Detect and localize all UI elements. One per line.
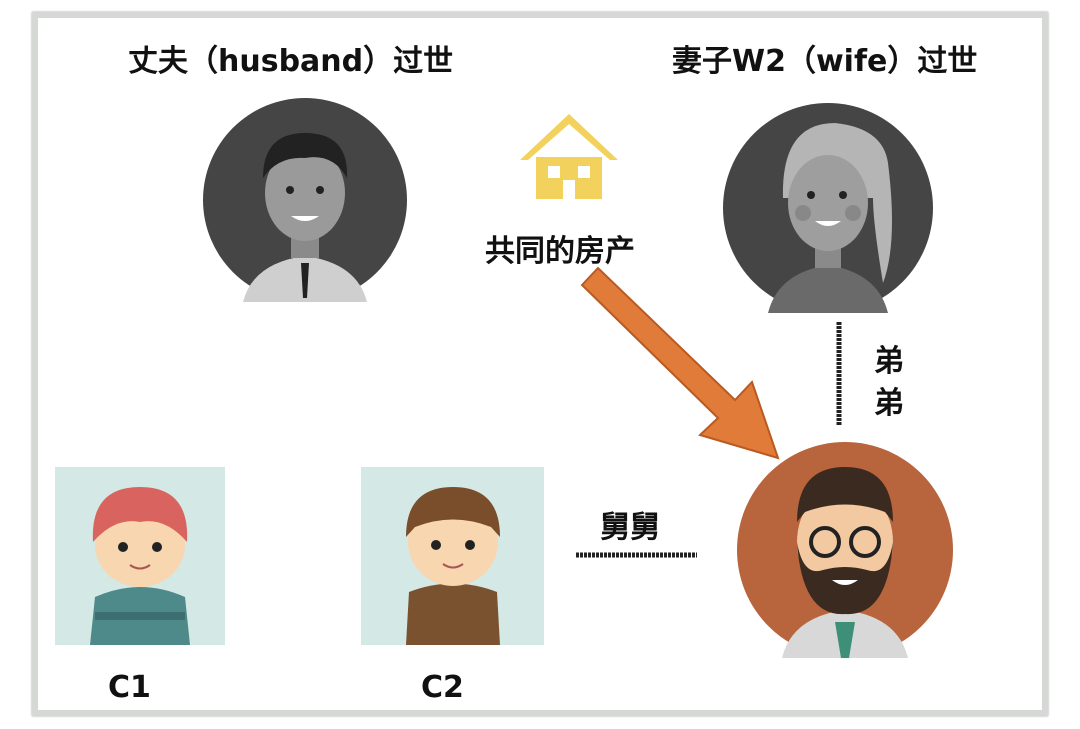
child-c1-avatar <box>55 467 225 645</box>
diagram-frame <box>32 12 1048 716</box>
husband-title: 丈夫（husband）过世 <box>128 44 454 79</box>
uncle-avatar <box>737 442 953 658</box>
child-c2-label: C2 <box>421 670 464 705</box>
brother-label-1: 弟 <box>874 344 904 379</box>
uncle-label: 舅舅 <box>600 510 660 545</box>
child-c1-label: C1 <box>108 670 151 705</box>
husband-avatar <box>203 98 407 302</box>
house-icon <box>520 114 618 199</box>
child-c2-avatar <box>361 467 544 645</box>
wife-avatar <box>723 103 933 313</box>
property-label: 共同的房产 <box>485 234 635 269</box>
brother-label-2: 弟 <box>874 386 904 421</box>
wife-title: 妻子W2（wife）过世 <box>672 44 978 79</box>
